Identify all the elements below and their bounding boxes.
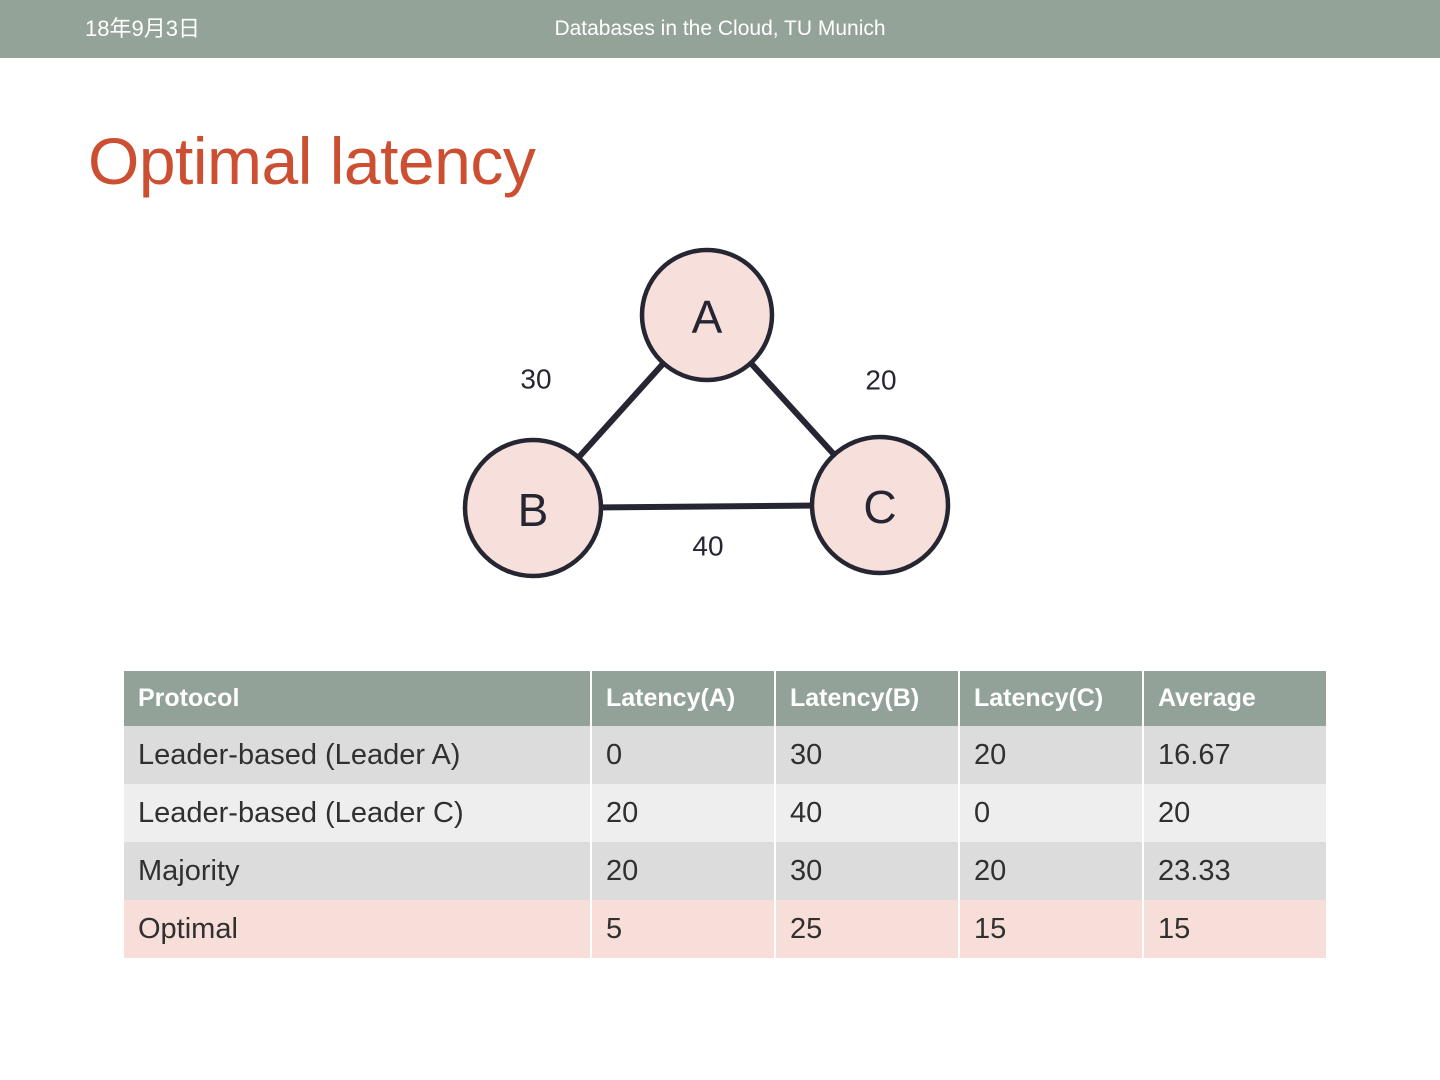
cell-average: 15 xyxy=(1144,900,1326,958)
latency-comparison-table: Protocol Latency(A) Latency(B) Latency(C… xyxy=(122,671,1328,958)
cell-latency-c: 20 xyxy=(960,842,1142,900)
graph-node-a-label: A xyxy=(692,291,723,343)
cell-protocol: Majority xyxy=(124,842,590,900)
cell-protocol: Leader-based (Leader C) xyxy=(124,784,590,842)
cell-latency-b: 40 xyxy=(776,784,958,842)
table-row: Leader-based (Leader C) 20 40 0 20 xyxy=(124,784,1326,842)
latency-graph-diagram: A B C 30 20 40 xyxy=(440,225,980,590)
cell-latency-b: 25 xyxy=(776,900,958,958)
cell-protocol: Leader-based (Leader A) xyxy=(124,726,590,784)
table-row: Majority 20 30 20 23.33 xyxy=(124,842,1326,900)
slide-header-bar: 18年9月3日 Databases in the Cloud, TU Munic… xyxy=(0,0,1440,58)
column-header-average: Average xyxy=(1144,671,1326,726)
graph-node-a xyxy=(639,247,775,383)
column-header-latency-b: Latency(B) xyxy=(776,671,958,726)
cell-latency-c: 20 xyxy=(960,726,1142,784)
cell-latency-c: 0 xyxy=(960,784,1142,842)
cell-latency-c: 15 xyxy=(960,900,1142,958)
graph-edge-label-a-c: 20 xyxy=(865,365,896,396)
graph-node-b-label: B xyxy=(518,484,549,536)
header-date: 18年9月3日 xyxy=(85,16,200,41)
cell-latency-a: 0 xyxy=(592,726,774,784)
cell-latency-b: 30 xyxy=(776,842,958,900)
table-header-row: Protocol Latency(A) Latency(B) Latency(C… xyxy=(124,671,1326,726)
cell-average: 16.67 xyxy=(1144,726,1326,784)
graph-node-c xyxy=(809,434,951,576)
graph-edge-label-a-b: 30 xyxy=(520,364,551,395)
graph-edge-label-b-c: 40 xyxy=(692,531,723,562)
cell-latency-a: 20 xyxy=(592,842,774,900)
page-title: Optimal latency xyxy=(88,124,536,198)
cell-latency-a: 20 xyxy=(592,784,774,842)
table-row: Leader-based (Leader A) 0 30 20 16.67 xyxy=(124,726,1326,784)
cell-latency-b: 30 xyxy=(776,726,958,784)
column-header-latency-a: Latency(A) xyxy=(592,671,774,726)
column-header-latency-c: Latency(C) xyxy=(960,671,1142,726)
header-course-title: Databases in the Cloud, TU Munich xyxy=(554,17,886,40)
graph-node-b xyxy=(462,437,604,579)
cell-latency-a: 5 xyxy=(592,900,774,958)
graph-node-c-label: C xyxy=(863,481,896,533)
cell-average: 23.33 xyxy=(1144,842,1326,900)
cell-protocol: Optimal xyxy=(124,900,590,958)
table-row: Optimal 5 25 15 15 xyxy=(124,900,1326,958)
column-header-protocol: Protocol xyxy=(124,671,590,726)
cell-average: 20 xyxy=(1144,784,1326,842)
